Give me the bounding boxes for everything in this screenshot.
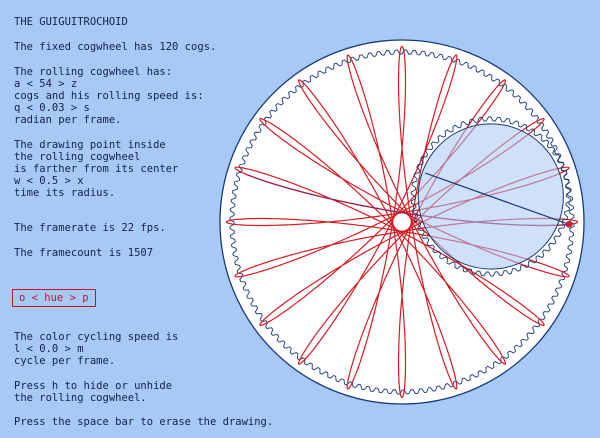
rolling-speed-unit: radian per frame. (14, 114, 122, 126)
rolling-cogwheel (410, 116, 573, 277)
rolling-cogs-control: a < 54 > z (14, 78, 78, 90)
hide-instruction-line2: the rolling cogwheel. (14, 392, 147, 404)
point-info-line1: The drawing point inside (14, 139, 166, 151)
point-ratio-control: w < 0.5 > x (14, 175, 84, 187)
hue-toggle-button[interactable]: o < hue > p (12, 289, 96, 307)
color-speed-control: l < 0.0 > m (14, 343, 84, 355)
rolling-speed-label: cogs and his rolling speed is: (14, 90, 204, 102)
rolling-wheel-teeth (410, 116, 571, 277)
point-info-line5: time its radius. (14, 187, 116, 199)
rolling-wheel-arm (425, 172, 570, 225)
framecount-readout: The framecount is 1507 (14, 247, 154, 259)
rolling-info-label: The rolling cogwheel has: (14, 66, 173, 78)
point-info-line3: is farther from its center (14, 163, 179, 175)
guiguitrochoid-curve (225, 45, 579, 399)
fixed-cogwheel-info: The fixed cogwheel has 120 cogs. (14, 41, 217, 53)
app-title: THE GUIGUITROCHOID (14, 16, 128, 28)
erase-instruction: Press the space bar to erase the drawing… (14, 416, 274, 428)
framerate-readout: The framerate is 22 fps. (14, 222, 166, 234)
hide-instruction-line1: Press h to hide or unhide (14, 380, 173, 392)
point-info-line2: the rolling cogwheel (14, 151, 141, 163)
rolling-speed-control: q < 0.03 > s (14, 102, 90, 114)
fixed-wheel-teeth (229, 49, 575, 395)
color-speed-label: The color cycling speed is (14, 331, 179, 343)
drawing-point (565, 220, 573, 228)
color-speed-unit: cycle per frame. (14, 355, 116, 367)
